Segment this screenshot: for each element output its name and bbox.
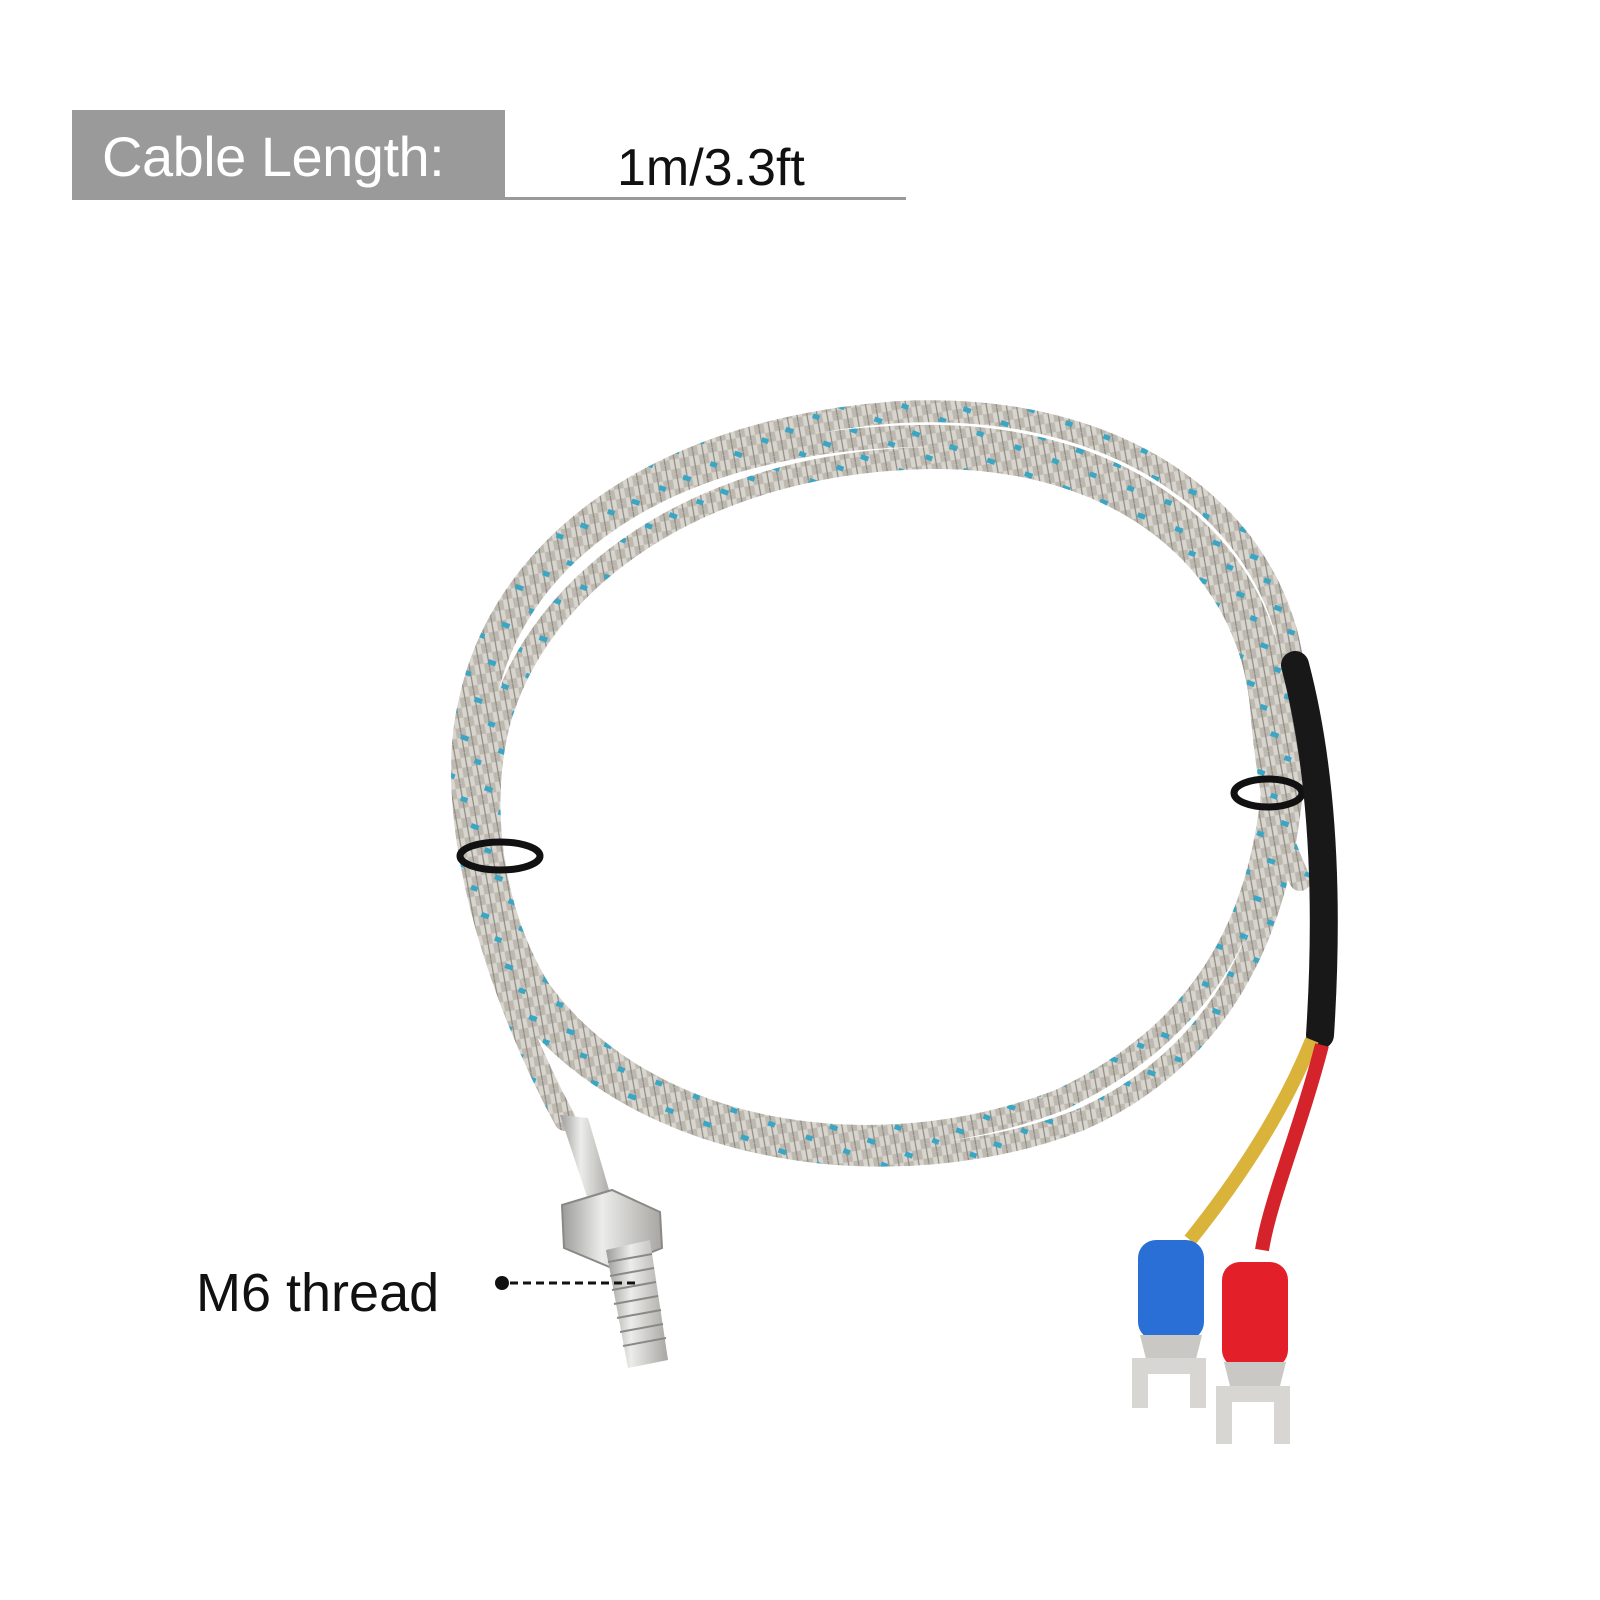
heat-shrink-sleeve [1281, 651, 1338, 1049]
spec-value: 1m/3.3ft [617, 139, 805, 197]
spec-label-box: Cable Length: [72, 110, 505, 200]
cable-length-spec: Cable Length: 1m/3.3ft [72, 110, 906, 200]
braided-cable [451, 400, 1311, 1167]
callout-dot [495, 1276, 509, 1290]
red-spade-terminal [1216, 1262, 1290, 1444]
spec-label: Cable Length: [102, 125, 445, 188]
cable-tie-left [456, 838, 544, 874]
yellow-lead [1184, 1037, 1319, 1245]
threaded-stud [606, 1240, 668, 1368]
cable-tie-right [1230, 775, 1306, 811]
spec-underline [505, 197, 906, 200]
red-lead [1255, 1043, 1329, 1252]
m6-thread-callout: M6 thread [196, 1263, 440, 1323]
probe-assembly [560, 1115, 668, 1368]
blue-spade-terminal [1132, 1240, 1206, 1408]
probe-tip [560, 1115, 612, 1206]
